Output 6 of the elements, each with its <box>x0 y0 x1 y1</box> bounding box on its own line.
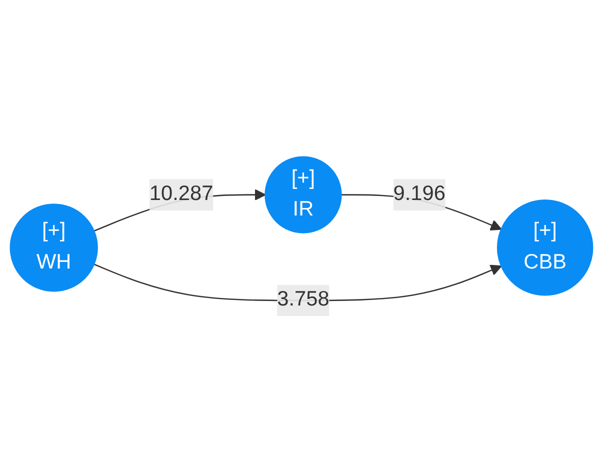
edge-label: 10.287 <box>149 183 214 206</box>
node-circle: [+] WH <box>10 204 98 292</box>
node-circle: [+] CBB <box>496 200 594 296</box>
edge-label: 3.758 <box>277 288 330 311</box>
node-circle: [+] IR <box>264 156 342 234</box>
edge-label: 9.196 <box>393 183 446 206</box>
